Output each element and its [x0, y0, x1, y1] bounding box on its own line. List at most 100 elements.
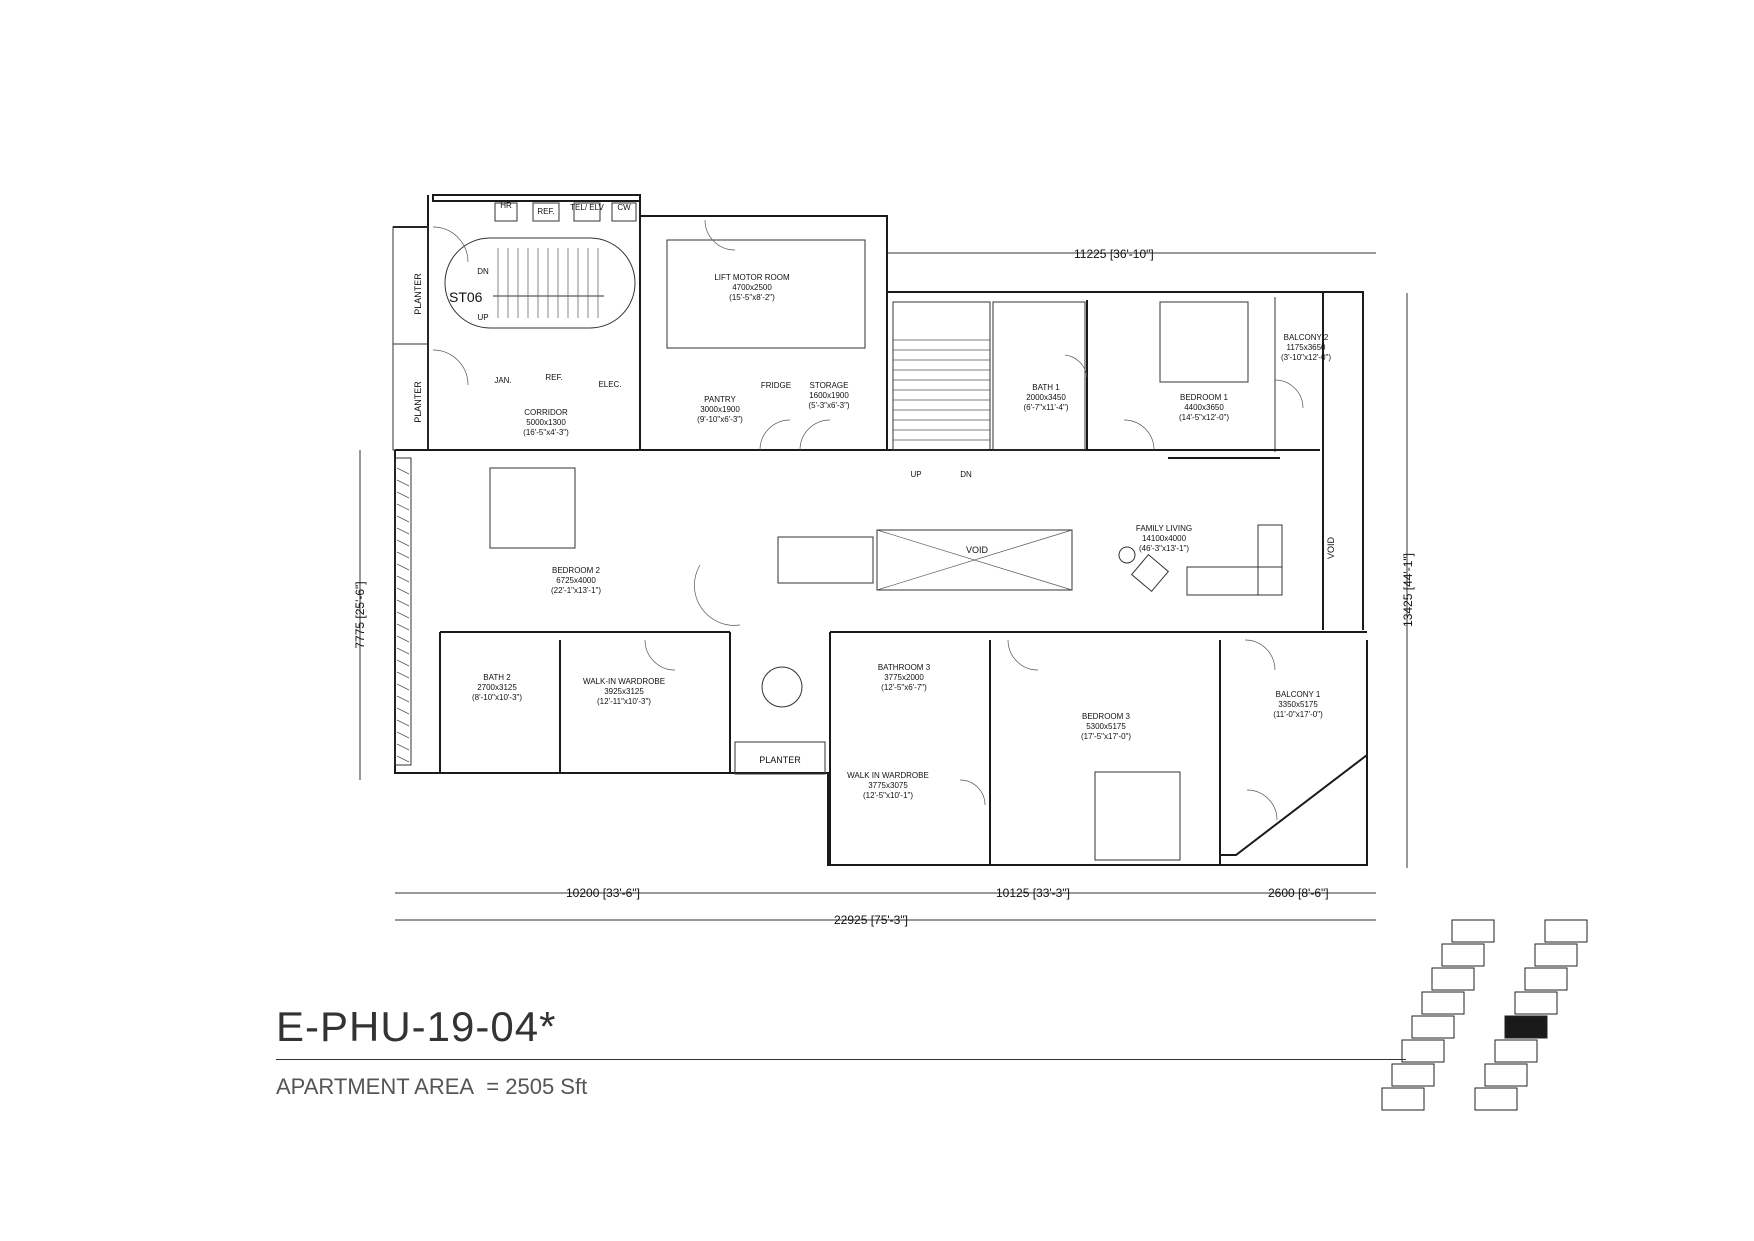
planter-top-label: PLANTER	[413, 273, 423, 315]
room-size: 3775x2000	[884, 673, 924, 682]
room-imperial: (11'-0"x17'-0")	[1273, 710, 1323, 719]
room-name: BEDROOM 3	[1082, 712, 1131, 721]
key-plan-unit	[1441, 943, 1485, 967]
louvre-blade	[396, 755, 410, 763]
louvre-blade	[396, 659, 410, 667]
louvre-blade	[396, 695, 410, 703]
planter-bottom-label: PLANTER	[413, 381, 423, 423]
apartment-area: APARTMENT AREA = 2505 Sft	[276, 1074, 587, 1100]
room-name: BALCONY 1	[1276, 690, 1321, 699]
louvre-blade	[396, 563, 410, 571]
dim-bottom-total: 22925 [75'-3"]	[834, 913, 908, 927]
room-size: 3925x3125	[604, 687, 644, 696]
furniture	[489, 301, 1283, 861]
dining-table	[777, 536, 874, 584]
key-plan-unit	[1391, 1063, 1435, 1087]
key-plan-unit	[1474, 1087, 1518, 1111]
louvre-blade	[396, 479, 410, 487]
room-size: 14100x4000	[1142, 534, 1187, 543]
louvre-blade	[396, 683, 410, 691]
tel-elv-tag: TEL/ ELV	[570, 203, 604, 212]
louvre-blade	[396, 623, 410, 631]
side-table	[1118, 546, 1136, 564]
louvre-blade	[396, 647, 410, 655]
fridge-tag: FRIDGE	[761, 381, 791, 390]
room-imperial: (22'-1"x13'-1")	[551, 586, 601, 595]
dim-bottom-b: 10125 [33'-3"]	[996, 886, 1070, 900]
louvre-blade	[396, 503, 410, 511]
stair-dn-label: DN	[477, 267, 489, 276]
unit-code: E-PHU-19-04*	[276, 1003, 557, 1050]
key-plan-unit	[1421, 991, 1465, 1015]
dim-bottom-a: 10200 [33'-6"]	[566, 886, 640, 900]
room-imperial: (12'-5"x10'-1")	[863, 791, 913, 800]
room-size: 5300x5175	[1086, 722, 1126, 731]
dimension-lines: 11225 [36'-10"] 13425 [44'-1"] 7775 [25'…	[353, 247, 1415, 927]
armchair	[1130, 553, 1170, 593]
room-size: 3775x3075	[868, 781, 908, 790]
room-imperial: (6'-7"x11'-4")	[1023, 403, 1068, 412]
hr-tag: HR	[500, 201, 512, 210]
dim-right: 13425 [44'-1"]	[1401, 553, 1415, 627]
stair-upper-right: UP DN	[893, 339, 990, 479]
dim-bottom-c: 2600 [8'-6"]	[1268, 886, 1329, 900]
room-name: BATHROOM 3	[878, 663, 931, 672]
bed-3	[1094, 771, 1181, 861]
stair-st06: ST06 DN UP	[444, 237, 636, 329]
ref-tag: REF.	[537, 207, 554, 216]
room-name: FAMILY LIVING	[1136, 524, 1192, 533]
louvre-blade	[396, 707, 410, 715]
room-size: 2700x3125	[477, 683, 517, 692]
room-imperial: (9'-10"x6'-3")	[697, 415, 743, 424]
room-name: WALK-IN WARDROBE	[583, 677, 665, 686]
room-name: STORAGE	[810, 381, 849, 390]
key-plan	[1381, 919, 1588, 1111]
room-imperial: (3'-10"x12'-0")	[1281, 353, 1331, 362]
room-size: 6725x4000	[556, 576, 596, 585]
room-imperial: (46'-3"x13'-1")	[1139, 544, 1189, 553]
room-name: WALK IN WARDROBE	[847, 771, 929, 780]
stair-label: ST06	[449, 289, 483, 305]
louvre-blade	[396, 491, 410, 499]
louvre-blade	[396, 635, 410, 643]
jan-tag: JAN.	[494, 376, 511, 385]
key-plan-unit	[1484, 1063, 1528, 1087]
room-size: 4400x3650	[1184, 403, 1224, 412]
door-swings	[432, 219, 1304, 821]
planter-lower-label: PLANTER	[759, 755, 801, 765]
louvre-blade	[396, 551, 410, 559]
room-name: BEDROOM 1	[1180, 393, 1229, 402]
room-size: 1600x1900	[809, 391, 849, 400]
title-rule	[276, 1059, 1406, 1060]
louvre-blade	[396, 467, 410, 475]
room-imperial: (12'-11"x10'-3")	[597, 697, 651, 706]
louvre-blade	[396, 527, 410, 535]
room-walk-in-wardrobe-1: WALK-IN WARDROBE3925x3125(12'-11"x10'-3"…	[583, 677, 665, 706]
key-plan-unit	[1524, 967, 1568, 991]
louvre-blade	[396, 611, 410, 619]
room-labels: LIFT MOTOR ROOM4700x2500(15'-5"x8'-2")PA…	[472, 273, 1331, 800]
left-louvres	[394, 457, 412, 766]
louvre-blade	[396, 671, 410, 679]
room-imperial: (8'-10"x10'-3")	[472, 693, 522, 702]
room-size: 3000x1900	[700, 405, 740, 414]
stair2-up-label: UP	[910, 470, 921, 479]
sofa-chaise	[1257, 524, 1283, 596]
void-center-label: VOID	[966, 545, 989, 555]
room-imperial: (12'-5"x6'-7")	[881, 683, 927, 692]
key-plan-unit	[1494, 1039, 1538, 1063]
room-name: CORRIDOR	[524, 408, 568, 417]
area-label: APARTMENT AREA	[276, 1074, 475, 1099]
room-name: BALCONY 2	[1284, 333, 1329, 342]
sofa	[1186, 566, 1283, 596]
room-size: 3350x5175	[1278, 700, 1318, 709]
